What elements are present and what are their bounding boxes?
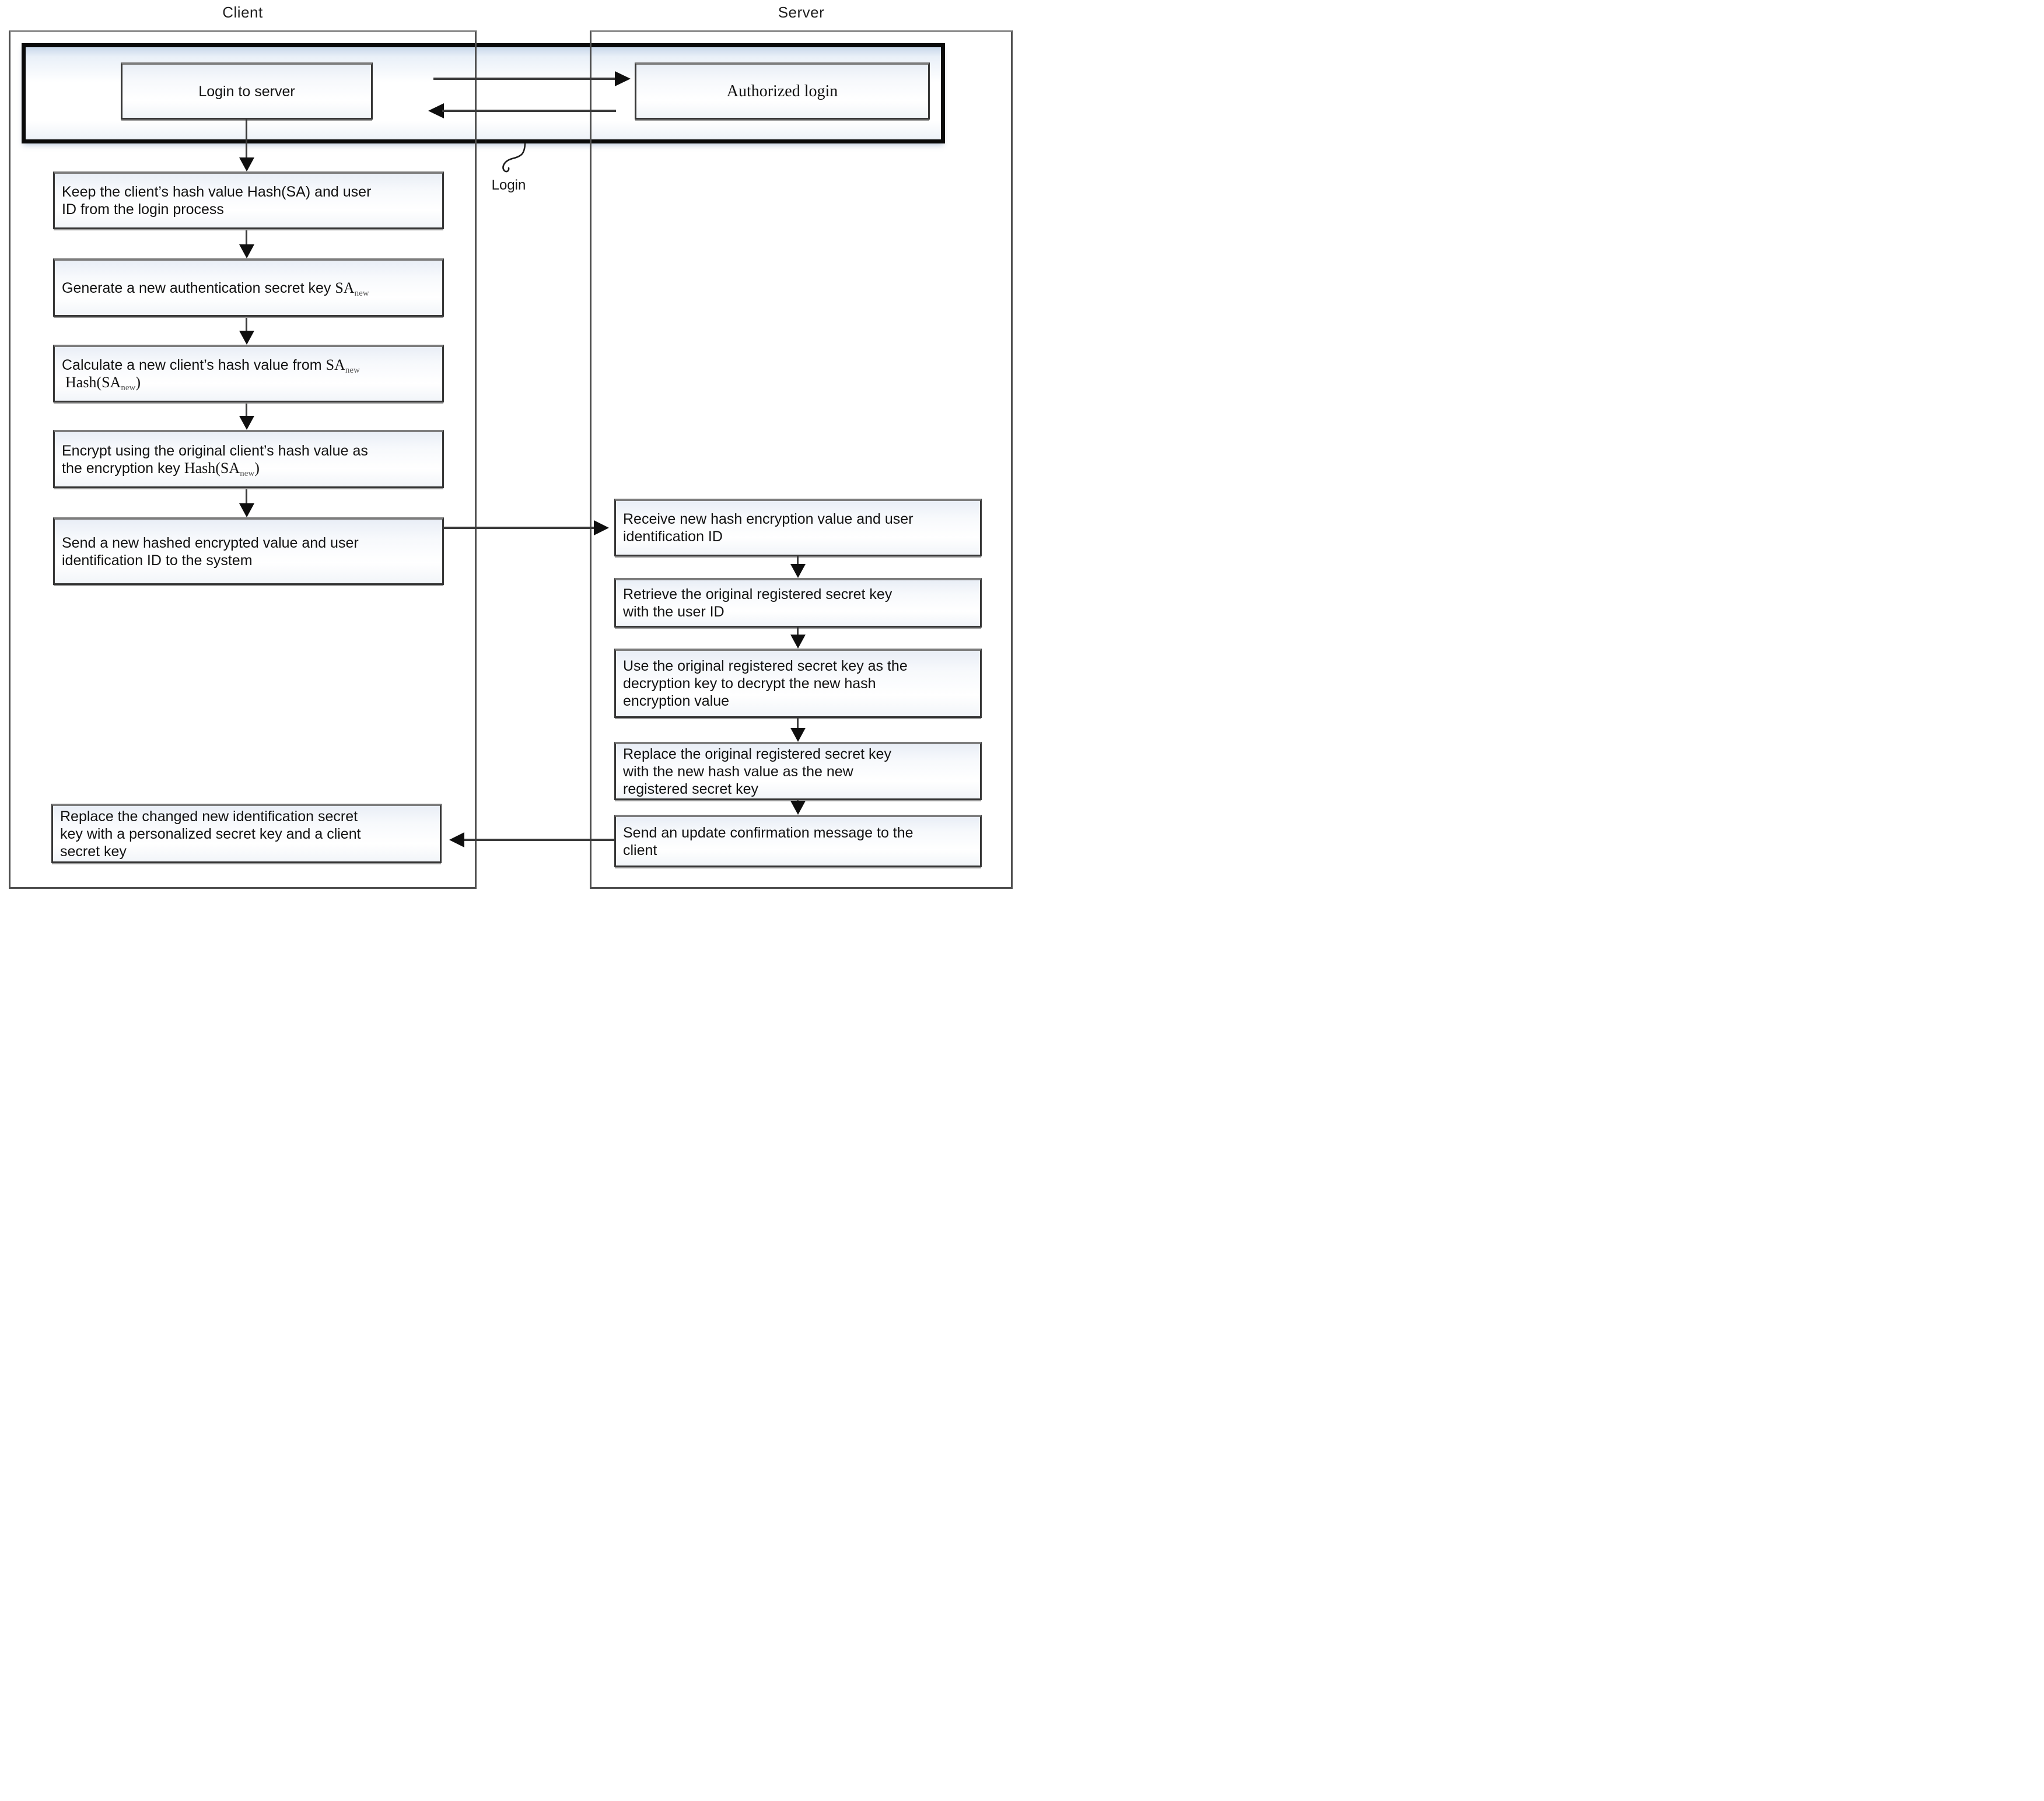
flow-arrow-line: [797, 628, 799, 635]
formula-text: Hash(SA: [65, 374, 121, 391]
step-text-line: identification ID to the system: [62, 552, 253, 569]
step-replace-client-key-box: Replace the changed new identification s…: [51, 804, 442, 863]
step-text-line: secret key: [60, 843, 127, 860]
client-server-key-update-flowchart: Client Server Login to server Authorized…: [0, 0, 1022, 900]
step-text-line: the encryption key Hash(SAnew): [62, 459, 435, 478]
formula-subscript: new: [354, 288, 369, 298]
step-text-line: Replace the changed new identification s…: [60, 808, 358, 825]
step-decrypt-box: Use the original registered secret key a…: [614, 649, 982, 718]
step-text-line: ID from the login process: [62, 201, 224, 218]
step-text-line: Send a new hashed encrypted value and us…: [62, 534, 359, 551]
formula-text: Hash(SA: [184, 459, 240, 476]
login-label: Login: [491, 177, 526, 193]
formula-subscript: new: [240, 468, 255, 478]
step-retrieve-key-box: Retrieve the original registered secret …: [614, 578, 982, 628]
flow-arrow-line: [246, 402, 247, 416]
step-text-line: Authorized login: [726, 82, 838, 100]
step-calculate-hash-box: Calculate a new client’s hash value from…: [53, 345, 444, 402]
flow-arrowhead-icon: [239, 503, 254, 517]
step-text-line: Hash(SAnew): [62, 374, 435, 393]
flow-arrow-line: [797, 718, 799, 728]
formula-text: ): [254, 459, 260, 476]
flow-arrow-line: [246, 229, 247, 245]
login-response-arrowhead-icon: [428, 103, 444, 118]
flow-arrowhead-icon: [790, 564, 806, 578]
step-text-line: identification ID: [623, 528, 723, 545]
step-send-value-box: Send a new hashed encrypted value and us…: [53, 517, 444, 585]
step-text-line: Use the original registered secret key a…: [623, 658, 908, 674]
formula-subscript: new: [121, 383, 136, 393]
step-text-line: encryption value: [623, 693, 730, 709]
step-text-line: registered secret key: [623, 780, 759, 797]
step-text-line: Send an update confirmation message to t…: [623, 824, 914, 841]
step-text-line: with the user ID: [623, 604, 724, 620]
formula-text: SA: [335, 279, 355, 296]
server-to-client-arrowhead-icon: [449, 832, 464, 847]
step-text-line: client: [623, 842, 657, 859]
step-text-line: with the new hash value as the new: [623, 763, 853, 780]
step-text-line: Replace the original registered secret k…: [623, 745, 891, 762]
formula-subscript: new: [345, 366, 360, 375]
text-segment: Calculate a new client’s hash value from: [62, 357, 326, 373]
flow-arrowhead-icon: [790, 801, 806, 815]
formula-text: ): [135, 374, 141, 391]
text-segment: the encryption key: [62, 460, 184, 476]
login-annotation-squiggle-icon: [502, 143, 526, 173]
flow-arrowhead-icon: [239, 331, 254, 345]
flow-arrow-line: [246, 317, 247, 331]
flow-arrowhead-icon: [239, 416, 254, 430]
step-send-confirmation-box: Send an update confirmation message to t…: [614, 815, 982, 867]
flow-arrow-line: [797, 556, 799, 565]
authorized-login-box: Authorized login: [635, 62, 930, 120]
client-to-server-arrow-line: [444, 527, 594, 529]
formula-text: SA: [326, 356, 345, 373]
step-text-line: Encrypt using the original client’s hash…: [62, 442, 368, 459]
server-lane-title: Server: [778, 3, 825, 21]
step-text-line: Generate a new authentication secret key…: [62, 279, 435, 298]
step-text-line: Calculate a new client’s hash value from…: [62, 356, 435, 375]
flow-arrow-line: [246, 120, 247, 158]
login-request-arrowhead-icon: [615, 71, 631, 86]
flow-arrowhead-icon: [239, 244, 254, 258]
client-container: [9, 30, 477, 889]
step-keep-hash-box: Keep the client’s hash value Hash(SA) an…: [53, 171, 444, 229]
login-request-arrow-line: [433, 78, 622, 80]
text-segment: Generate a new authentication secret key: [62, 279, 335, 296]
step-generate-key-box: Generate a new authentication secret key…: [53, 258, 444, 317]
flow-arrowhead-icon: [790, 635, 806, 649]
step-text-line: Receive new hash encryption value and us…: [623, 511, 914, 527]
flow-arrowhead-icon: [790, 728, 806, 742]
step-text-line: key with a personalized secret key and a…: [60, 825, 361, 842]
step-encrypt-box: Encrypt using the original client’s hash…: [53, 430, 444, 488]
step-text-line: Retrieve the original registered secret …: [623, 586, 892, 602]
step-text-line: Keep the client’s hash value Hash(SA) an…: [62, 184, 372, 200]
flow-arrow-line: [246, 488, 247, 504]
login-response-arrow-line: [442, 110, 616, 112]
step-receive-box: Receive new hash encryption value and us…: [614, 499, 982, 556]
flow-arrowhead-icon: [239, 157, 254, 171]
step-replace-registered-key-box: Replace the original registered secret k…: [614, 742, 982, 800]
client-to-server-arrowhead-icon: [594, 520, 609, 535]
server-to-client-arrow-line: [464, 839, 614, 841]
client-lane-title: Client: [222, 3, 263, 21]
step-text-line: Login to server: [198, 83, 295, 100]
step-text-line: decryption key to decrypt the new hash: [623, 675, 876, 692]
login-to-server-box: Login to server: [121, 62, 373, 120]
server-container: [590, 30, 1013, 889]
